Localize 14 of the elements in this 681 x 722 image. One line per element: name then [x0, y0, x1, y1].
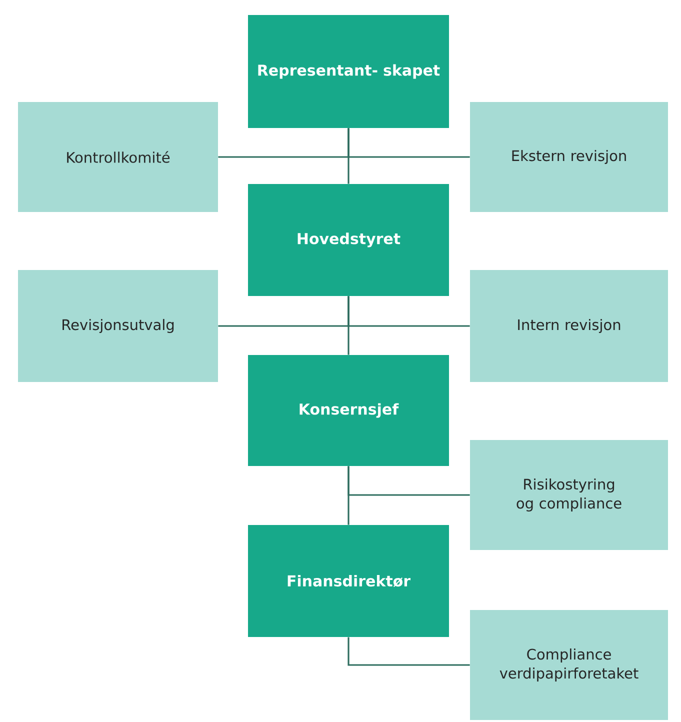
org-box: Intern revisjon — [470, 270, 668, 382]
org-box: Compliance verdipapirforetaket — [470, 610, 668, 720]
connector-line — [348, 637, 470, 666]
org-box: Hovedstyret — [248, 184, 449, 296]
org-box: Kontrollkomité — [18, 102, 218, 212]
org-box: Revisjonsutvalg — [18, 270, 218, 382]
org-box: Ekstern revisjon — [470, 102, 668, 212]
connector-line — [348, 296, 470, 327]
connector-line — [348, 128, 470, 158]
connector-line — [348, 466, 470, 496]
org-box: Representant- skapet — [248, 15, 449, 128]
org-box: Risikostyring og compliance — [470, 440, 668, 550]
org-box: Finansdirektør — [248, 525, 449, 637]
org-box: Konsernsjef — [248, 355, 449, 466]
